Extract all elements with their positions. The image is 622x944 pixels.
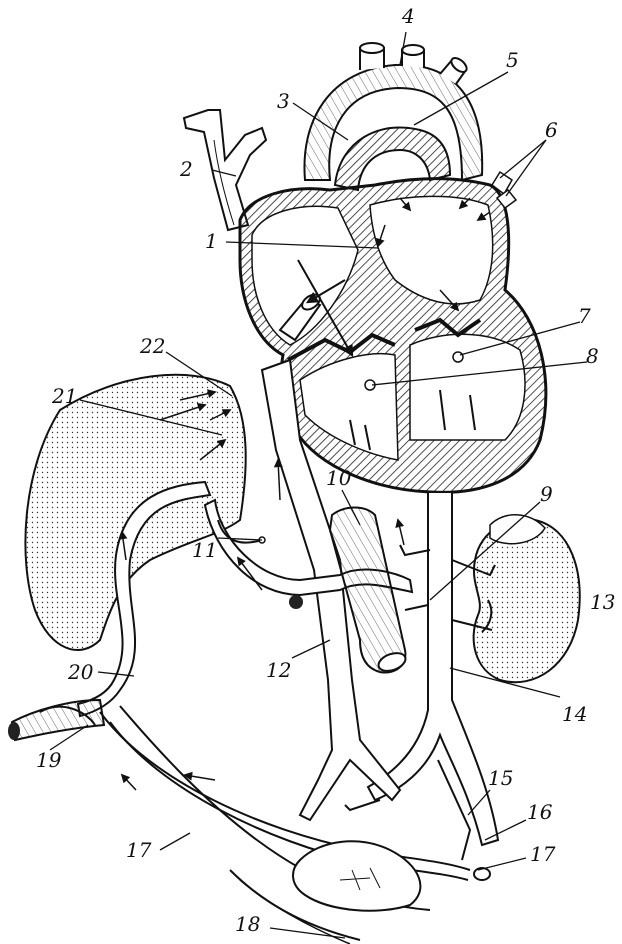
label-2: 2 [180, 159, 193, 179]
label-16: 16 [527, 802, 552, 822]
label-4: 4 [402, 6, 415, 26]
aortic-arch [304, 43, 482, 180]
label-21: 21 [52, 386, 77, 406]
label-22: 22 [140, 336, 165, 356]
label-12: 12 [266, 660, 291, 680]
label-13: 13 [590, 592, 615, 612]
label-17-left: 17 [126, 840, 151, 860]
label-11: 11 [192, 540, 217, 560]
label-19: 19 [36, 750, 61, 770]
label-18: 18 [235, 914, 260, 934]
label-20: 20 [68, 662, 93, 682]
label-1: 1 [205, 231, 218, 251]
label-5: 5 [506, 50, 519, 70]
label-10: 10 [326, 468, 351, 488]
label-6: 6 [545, 120, 558, 140]
label-15: 15 [488, 768, 513, 788]
label-14: 14 [562, 704, 587, 724]
label-17-right: 17 [530, 844, 555, 864]
bladder [293, 841, 420, 910]
label-8: 8 [586, 346, 599, 366]
label-9: 9 [540, 484, 553, 504]
label-3: 3 [277, 91, 290, 111]
kidney [474, 515, 580, 682]
label-7: 7 [578, 306, 591, 326]
